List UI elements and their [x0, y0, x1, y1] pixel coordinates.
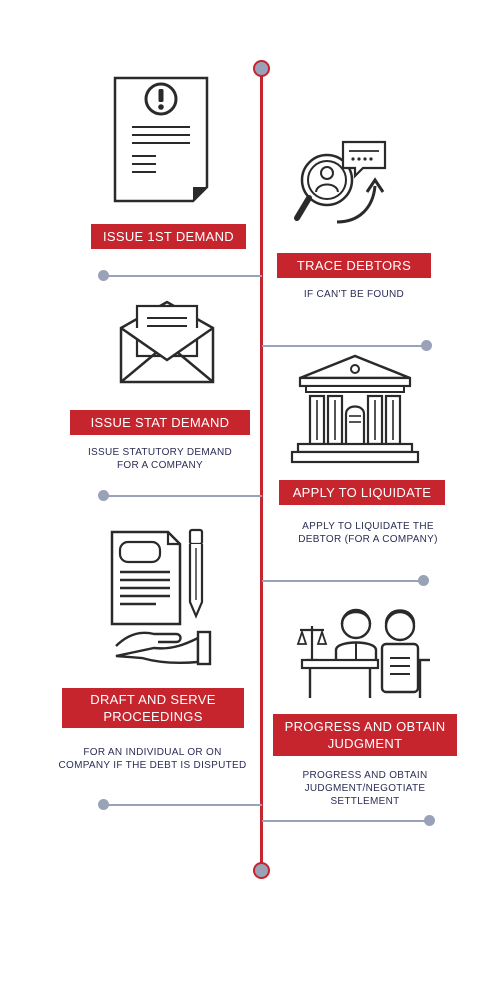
branch-dot-right-1: [421, 340, 432, 351]
step-5-description: FOR AN INDIVIDUAL OR ON COMPANY IF THE D…: [58, 747, 247, 771]
step-5-title: DRAFT AND SERVE PROCEEDINGS: [62, 688, 244, 728]
branch-right-2: [262, 580, 428, 582]
courthouse-icon: [290, 354, 420, 464]
branch-left-3: [106, 804, 262, 806]
step-2-title: TRACE DEBTORS: [277, 253, 431, 278]
step-1-title: ISSUE 1ST DEMAND: [91, 224, 246, 249]
document-warning-icon: [113, 76, 209, 203]
step-3-title: ISSUE STAT DEMAND: [70, 410, 250, 435]
branch-dot-left-2: [98, 490, 109, 501]
search-person-icon: [294, 140, 387, 224]
branch-dot-left-1: [98, 270, 109, 281]
branch-left-2: [106, 495, 262, 497]
timeline-end-node: [253, 862, 270, 879]
step-3-description: ISSUE STATUTORY DEMAND FOR A COMPANY: [87, 447, 233, 471]
timeline-start-node: [253, 60, 270, 77]
branch-dot-left-3: [98, 799, 109, 810]
branch-right-3: [262, 820, 428, 822]
step-6-description: PROGRESS AND OBTAIN JUDGMENT/NEGOTIATE S…: [302, 770, 428, 807]
step-4-description: APPLY TO LIQUIDATE THE DEBTOR (FOR A COM…: [298, 521, 438, 545]
branch-dot-right-2: [418, 575, 429, 586]
branch-left-1: [106, 275, 262, 277]
step-2-description: IF CAN'T BE FOUND: [303, 289, 405, 300]
branch-dot-right-3: [424, 815, 435, 826]
branch-right-1: [262, 345, 428, 347]
hand-document-pen-icon: [110, 528, 212, 666]
timeline-spine: [260, 67, 263, 869]
judge-courtroom-icon: [296, 608, 430, 698]
step-4-title: APPLY TO LIQUIDATE: [279, 480, 445, 505]
envelope-icon: [119, 300, 215, 384]
step-6-title: PROGRESS AND OBTAIN JUDGMENT: [273, 714, 457, 756]
